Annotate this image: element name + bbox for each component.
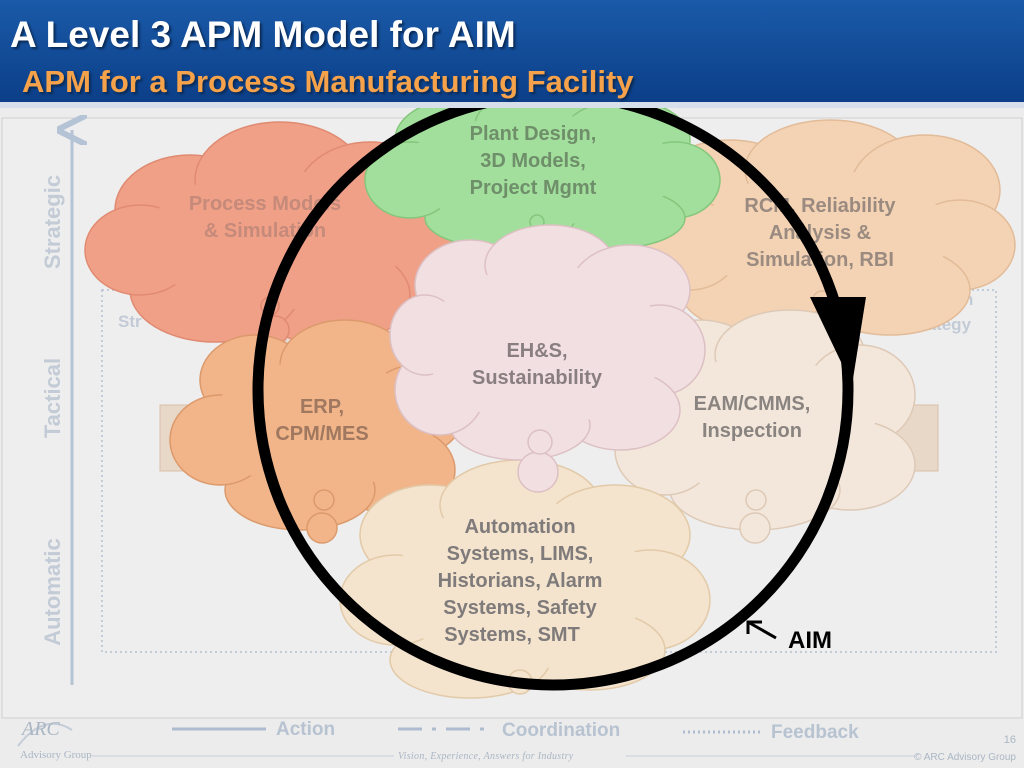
cloud-plant-design-line1: Plant Design, <box>470 123 597 145</box>
page-number: 16 <box>1003 734 1016 746</box>
cloud-ehs: EH&S, Sustainability <box>389 224 706 493</box>
logo-text: ARC <box>22 718 60 740</box>
cloud-ehs-line1: EH&S, <box>506 340 567 362</box>
footer-tagline: Vision, Experience, Answers for Industry <box>398 751 574 762</box>
legend: Action Coordination Feedback <box>172 719 859 743</box>
legend-feedback-label: Feedback <box>771 722 859 743</box>
cloud-erp-line1: ERP, <box>300 396 344 418</box>
axis-label-automatic: Automatic <box>40 538 65 646</box>
apm-diagram: Strategic Tactical Automatic Str n Strat… <box>1 108 1023 757</box>
copyright-text: © ARC Advisory Group <box>914 752 1016 763</box>
slide-header: A Level 3 APM Model for AIM APM for a Pr… <box>0 0 1024 108</box>
logo-subtext: Advisory Group <box>20 749 92 761</box>
cloud-plant-design: Plant Design, 3D Models, Project Mgmt <box>364 108 721 256</box>
aim-cycle-circle <box>252 108 854 691</box>
aim-cycle-arrowhead <box>810 297 866 385</box>
background-text-left: Str <box>118 312 142 331</box>
arc-logo: ARC Advisory Group <box>14 716 92 764</box>
cloud-automation-line5: Systems, SMT <box>444 624 580 646</box>
slide-title: A Level 3 APM Model for AIM <box>10 14 516 55</box>
slide-subtitle: APM for a Process Manufacturing Facility <box>22 64 634 99</box>
cloud-erp-line2: CPM/MES <box>275 423 368 445</box>
cloud-process-models-line1: Process Models <box>189 193 341 215</box>
cloud-plant-design-line2: 3D Models, <box>480 150 586 172</box>
axis-label-strategic: Strategic <box>40 175 65 269</box>
cloud-rcm-line1: RCM, Reliability <box>744 195 896 217</box>
cloud-rcm-line2: Analysis & <box>769 222 871 244</box>
axis-label-tactical: Tactical <box>40 358 65 438</box>
cloud-automation-line3: Historians, Alarm <box>438 570 603 592</box>
arc-logo-swoosh-icon <box>17 722 73 747</box>
aim-label: AIM <box>788 627 832 654</box>
legend-action-label: Action <box>276 719 335 740</box>
cloud-automation-line2: Systems, LIMS, <box>447 543 594 565</box>
cloud-ehs-line2: Sustainability <box>472 367 603 389</box>
header-stripe <box>0 102 1024 108</box>
cloud-automation-line4: Systems, Safety <box>443 597 597 619</box>
cloud-plant-design-line3: Project Mgmt <box>470 177 597 199</box>
cloud-eam-line1: EAM/CMMS, <box>694 393 811 415</box>
aim-pointer-line <box>747 620 777 640</box>
legend-coordination-label: Coordination <box>502 720 620 741</box>
cloud-eam-line2: Inspection <box>702 420 802 442</box>
cloud-eam: EAM/CMMS, Inspection <box>614 309 916 544</box>
cloud-automation-line1: Automation <box>464 516 575 538</box>
